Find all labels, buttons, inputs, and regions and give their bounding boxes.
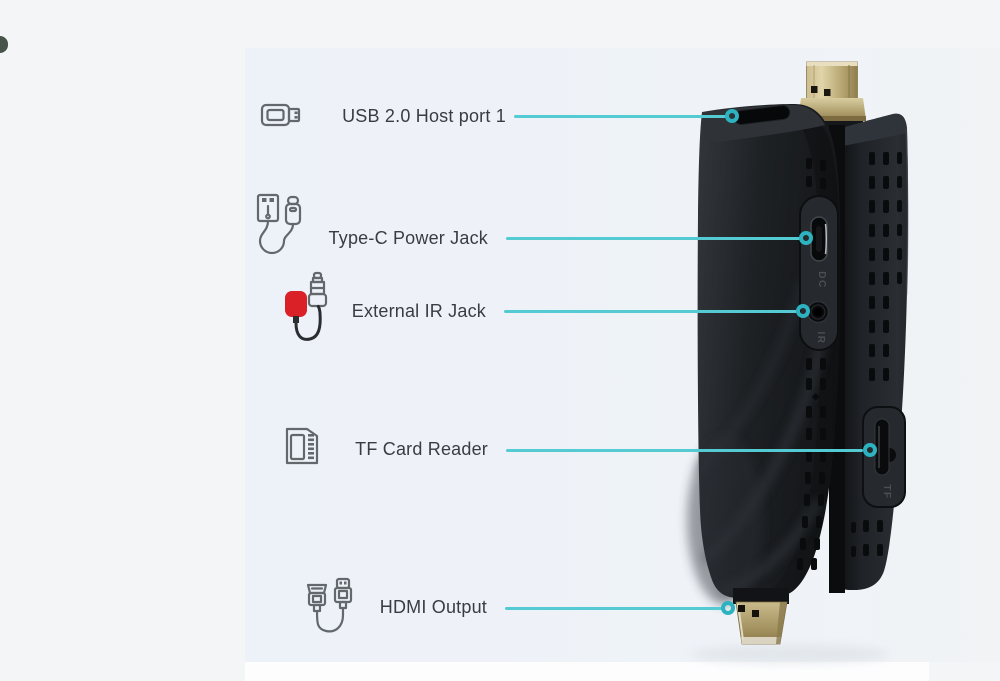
hdmi-pin-hole [824,89,831,96]
callout-label: TF Card Reader [355,439,488,459]
type-c-port [810,216,828,262]
tf-card-slot: TF [862,406,906,508]
hdmi-pin-hole [752,610,759,617]
front-stick: DC IR [687,104,841,605]
hdmi-bottom-connector [733,588,789,645]
side-port-strip: DC IR [799,195,839,351]
panel-bottom-strip [245,662,929,681]
callout-leader-line [504,310,797,313]
ir-jack-port [806,300,830,324]
hdmi-pin-hole [738,605,745,612]
usb-plug-icon [260,100,304,130]
dc-port-label: DC [816,271,827,288]
hdmi-pin-hole [811,86,818,93]
edge-artifact [0,36,8,53]
callout-label: USB 2.0 Host port 1 [342,106,506,126]
callout-leader-line [514,115,726,118]
callout-label: HDMI Output [379,597,487,617]
rear-vent-slots [851,152,902,557]
rear-stick: TF [835,113,909,591]
callout-label: External IR Jack [351,301,486,321]
callout-marker-ring [725,109,739,123]
front-vent-slots [797,158,826,570]
usb-type-c-cable-icon [252,193,304,257]
tf-port-label: TF [881,484,892,499]
callout-marker-ring [796,304,810,318]
ir-port-label: IR [815,332,826,345]
callout-marker-ring [863,443,877,457]
callout-label: Type-C Power Jack [328,228,488,248]
hdmi-adapter-cable-icon [304,577,354,641]
ir-receiver-cable-icon [283,271,333,345]
callout-marker-ring [721,601,735,615]
tv-stick-device: TF DC [687,61,909,663]
callout-marker-ring [799,231,813,245]
callout-leader-line [505,607,722,610]
callout-leader-line [506,237,800,240]
callout-leader-line [506,449,863,452]
tf-card-icon [279,423,325,469]
device-shadow [690,645,890,663]
